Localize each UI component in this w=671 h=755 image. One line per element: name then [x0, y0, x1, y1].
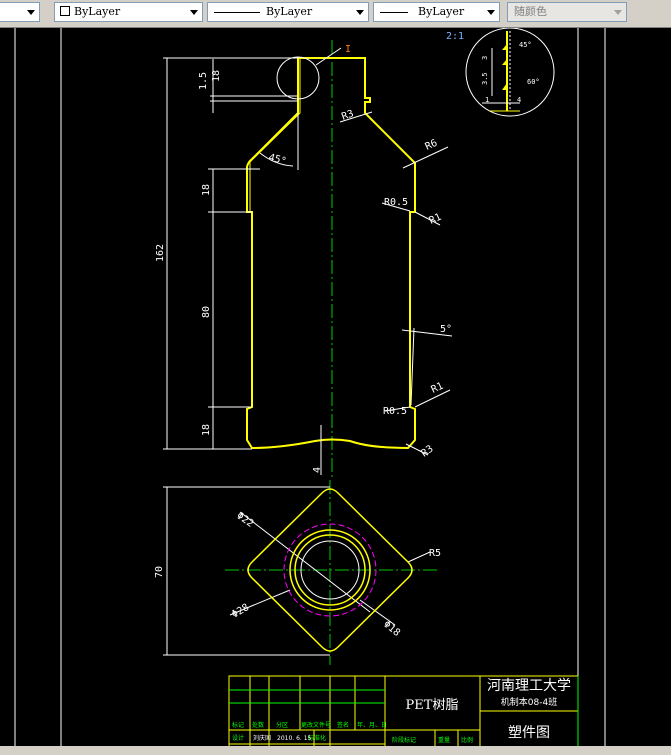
detail-dim-60deg: 60° — [527, 78, 540, 86]
chevron-down-icon — [190, 10, 198, 15]
chevron-down-icon — [614, 10, 622, 15]
detail-dim-3-5: 3.5 — [481, 72, 489, 85]
design-date: 2010. 6. 15 — [277, 735, 312, 742]
linetype-combo[interactable]: ByLayer — [207, 2, 369, 22]
dim-phi28: Φ28 — [230, 602, 251, 621]
school-text: 河南理工大学 — [487, 678, 571, 694]
dim-1-8: 18 — [211, 70, 222, 82]
dim-80: 80 — [201, 306, 212, 318]
dim-r1-bottom: R1 — [430, 381, 446, 396]
title-block-text: PET树脂 河南理工大学 机制本08-4班 塑件图 标记 处数 分区 更改文件号… — [232, 678, 571, 744]
dim-18-top: 18 — [201, 184, 212, 196]
plotstyle-value: 随颜色 — [514, 5, 547, 18]
drawing-frame — [14, 28, 606, 746]
detail-dim-1: 1 — [485, 96, 489, 104]
header-doc-no: 更改文件号 — [301, 721, 331, 729]
linetype-preview-icon — [214, 11, 260, 13]
properties-toolbar: ByLayer ByLayer ByLayer 随颜色 — [0, 0, 671, 28]
header-count: 处数 — [252, 721, 264, 729]
dim-r0-5-bottom: R0.5 — [383, 406, 407, 417]
lineweight-preview-icon — [380, 11, 408, 13]
status-strip — [0, 746, 671, 755]
class-text: 机制本08-4班 — [501, 696, 557, 708]
standard-label: 标准化 — [308, 734, 326, 742]
dim-r3-bottom: R3 — [419, 444, 435, 460]
detail-dim-45deg: 45° — [519, 41, 532, 49]
detail-dim-4: 4 — [517, 96, 521, 104]
header-date: 年、月、日 — [357, 721, 387, 729]
detail-label: I — [345, 44, 351, 55]
lineweight-value: ByLayer — [418, 5, 465, 18]
designer-name: 刘庆国 — [253, 734, 271, 742]
dim-5deg: 5° — [440, 324, 452, 335]
drawing-name-text: 塑件图 — [508, 725, 550, 741]
centerlines — [225, 40, 440, 665]
dim-r6: R6 — [424, 138, 440, 153]
dim-r5: R5 — [429, 548, 441, 559]
layer-combo[interactable] — [0, 2, 40, 22]
weight-label: 重量 — [438, 736, 450, 744]
header-sign: 签名 — [337, 721, 349, 729]
stage-label: 阶段标记 — [392, 736, 416, 744]
detail-dim-3: 3 — [481, 56, 489, 60]
lineweight-combo[interactable]: ByLayer — [373, 2, 500, 22]
chevron-down-icon — [356, 10, 364, 15]
linetype-value: ByLayer — [266, 5, 313, 18]
title-block — [228, 675, 579, 746]
scale-label: 2:1 — [446, 31, 464, 42]
dim-phi18: Φ18 — [381, 619, 402, 639]
dim-1-5: 1.5 — [198, 72, 209, 90]
detail-circle — [276, 56, 320, 100]
plotstyle-combo: 随颜色 — [507, 2, 627, 22]
color-value: ByLayer — [74, 5, 121, 18]
bottle-outline — [246, 57, 416, 450]
color-swatch-icon — [60, 6, 70, 16]
design-label: 设计 — [232, 734, 244, 742]
dim-r0-5-top: R0.5 — [384, 197, 408, 208]
dim-18-bottom: 18 — [201, 424, 212, 436]
dim-phi22: Φ22 — [234, 510, 255, 529]
drawing-canvas[interactable]: I 162 18 80 18 1.5 18 45° R3 R6 R0.5 R1 … — [0, 28, 671, 746]
chevron-down-icon — [487, 10, 495, 15]
header-mark: 标记 — [232, 721, 244, 729]
dim-r1-top: R1 — [428, 212, 444, 227]
color-combo[interactable]: ByLayer — [54, 2, 203, 22]
material-text: PET树脂 — [406, 698, 459, 713]
dimension-lines — [163, 57, 453, 656]
dim-45deg: 45° — [267, 152, 287, 167]
dim-4: 4 — [312, 467, 323, 473]
dim-70: 70 — [154, 566, 165, 578]
dim-162: 162 — [155, 244, 166, 262]
detail-view: 2:1 3 3.5 1 4 45° 60° — [446, 28, 555, 117]
bottom-view — [247, 488, 413, 652]
ratio-label: 比例 — [461, 736, 473, 744]
dim-r3-neck: R3 — [340, 108, 355, 122]
header-zone: 分区 — [276, 721, 288, 729]
